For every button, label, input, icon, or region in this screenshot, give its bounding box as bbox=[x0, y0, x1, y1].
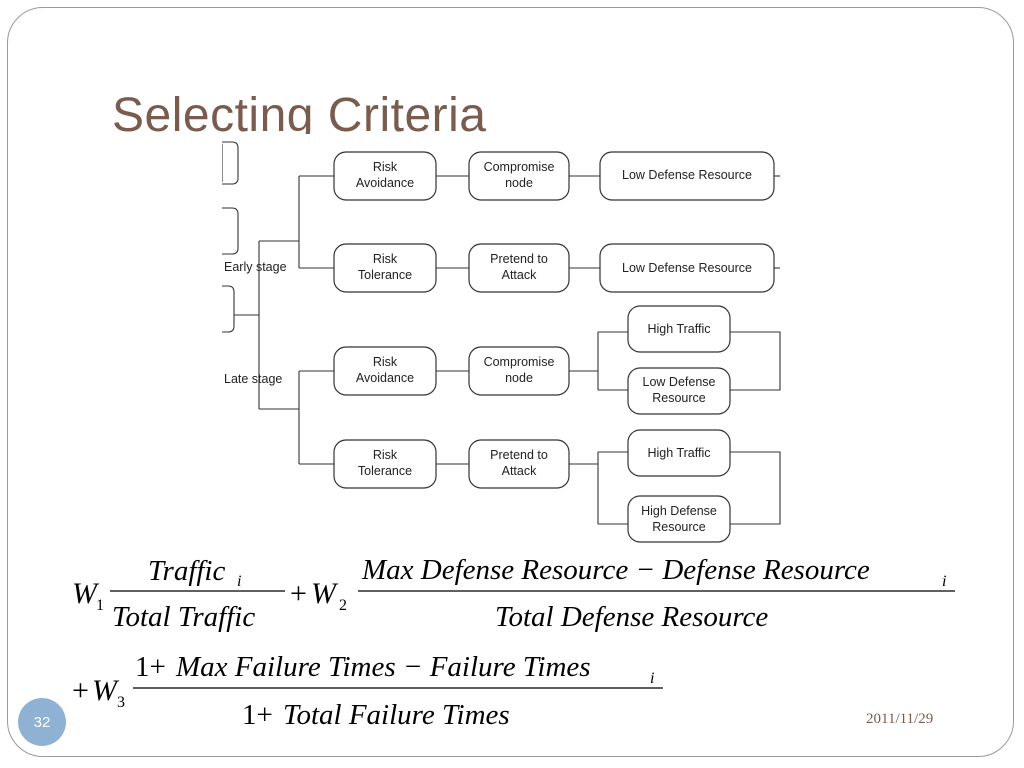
slide-date: 2011/11/29 bbox=[866, 711, 934, 727]
node-label-line: Resource bbox=[652, 391, 706, 405]
node-label-line: Tolerance bbox=[358, 268, 412, 282]
node-label-line: Low Defense bbox=[643, 375, 716, 389]
cropped-box-2 bbox=[222, 207, 239, 255]
node-label-line: Pretend to bbox=[490, 448, 548, 462]
node-label-line: High Traffic bbox=[648, 322, 711, 336]
node-label-line: Pretend to bbox=[490, 252, 548, 266]
node-pretend-to-attack-early: Pretend to Attack bbox=[468, 243, 570, 293]
node-risk-avoidance-early: Risk Avoidance bbox=[333, 151, 437, 201]
node-label-line: Low Defense Resource bbox=[622, 261, 752, 275]
node-label-line: Resource bbox=[652, 520, 706, 534]
node-low-defense-resource-2: Low Defense Resource bbox=[599, 243, 775, 293]
node-label-line: node bbox=[505, 176, 533, 190]
node-label-line: node bbox=[505, 371, 533, 385]
node-low-defense-resource-1: Low Defense Resource bbox=[599, 151, 775, 201]
node-label-line: Compromise bbox=[484, 160, 555, 174]
node-label-line: Attack bbox=[502, 268, 537, 282]
node-label-line: Risk bbox=[373, 252, 398, 266]
stage-label-late: Late stage bbox=[224, 372, 282, 386]
node-low-defense-resource-3: Low Defense Resource bbox=[627, 367, 731, 415]
page-number-badge: 32 bbox=[18, 698, 66, 746]
node-pretend-to-attack-late: Pretend to Attack bbox=[468, 439, 570, 489]
node-high-defense-resource: High Defense Resource bbox=[627, 495, 731, 543]
node-label-line: Avoidance bbox=[356, 371, 414, 385]
node-label-line: Risk bbox=[373, 448, 398, 462]
node-label-line: Avoidance bbox=[356, 176, 414, 190]
node-label-line: Tolerance bbox=[358, 464, 412, 478]
node-compromise-node-late: Compromise node bbox=[468, 346, 570, 396]
node-label-line: Low Defense Resource bbox=[622, 168, 752, 182]
node-label-line: Compromise bbox=[484, 355, 555, 369]
criteria-tree-diagram: Early stage Late stage Risk Avoidance Co… bbox=[222, 134, 782, 544]
node-label-line: Risk bbox=[373, 160, 398, 174]
node-risk-tolerance-late: Risk Tolerance bbox=[333, 439, 437, 489]
node-compromise-node-early: Compromise node bbox=[468, 151, 570, 201]
node-risk-tolerance-early: Risk Tolerance bbox=[333, 243, 437, 293]
node-risk-avoidance-late: Risk Avoidance bbox=[333, 346, 437, 396]
cropped-box-3 bbox=[222, 285, 235, 333]
node-high-traffic-1: High Traffic bbox=[627, 305, 731, 353]
node-high-traffic-2: High Traffic bbox=[627, 429, 731, 477]
node-label-line: Risk bbox=[373, 355, 398, 369]
node-label-line: High Defense bbox=[641, 504, 717, 518]
cropped-box-1 bbox=[222, 141, 239, 185]
merge-3 bbox=[730, 331, 781, 391]
stage-label-early: Early stage bbox=[224, 260, 287, 274]
node-label-line: Attack bbox=[502, 464, 537, 478]
merge-4 bbox=[730, 451, 781, 525]
node-label-line: High Traffic bbox=[648, 446, 711, 460]
slide-title: Selecting Criteria bbox=[112, 89, 487, 142]
